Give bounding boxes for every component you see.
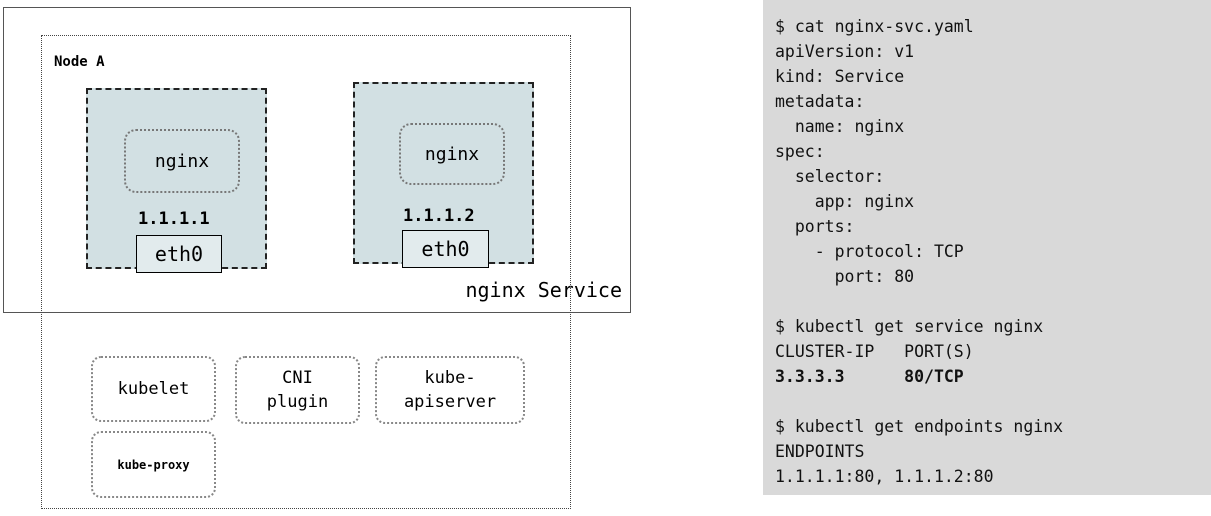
pod-2-container-nginx: nginx bbox=[399, 123, 505, 185]
pod-2: nginx 1.1.1.2 eth0 bbox=[353, 82, 534, 268]
terminal-output-panel: $ cat nginx-svc.yaml apiVersion: v1 kind: … bbox=[763, 0, 1211, 495]
node-a-label: Node A bbox=[54, 54, 105, 70]
component-kubelet: kubelet bbox=[91, 356, 216, 422]
terminal-line: $ kubectl get endpoints nginx bbox=[775, 417, 1064, 436]
pod-1-ip-label: 1.1.1.1 bbox=[138, 209, 210, 229]
terminal-line: metadata: bbox=[775, 92, 865, 111]
pod-1-container-nginx: nginx bbox=[124, 129, 240, 193]
terminal-line: port: 80 bbox=[775, 267, 915, 286]
kubernetes-network-diagram: nginx Service Node A nginx 1.1.1.1 eth0 … bbox=[3, 7, 631, 509]
terminal-line: - protocol: TCP bbox=[775, 242, 964, 261]
terminal-line: selector: bbox=[775, 167, 885, 186]
nginx-service-boundary bbox=[3, 7, 631, 313]
pod-1-eth0-interface: eth0 bbox=[136, 235, 222, 273]
component-kube-apiserver: kube- apiserver bbox=[375, 356, 525, 424]
component-kube-proxy: kube-proxy bbox=[91, 431, 216, 498]
pod-2-eth0-interface: eth0 bbox=[402, 230, 489, 268]
terminal-line: apiVersion: v1 bbox=[775, 42, 915, 61]
node-a-boundary bbox=[41, 35, 571, 509]
terminal-line: name: nginx bbox=[775, 117, 905, 136]
pod-1: nginx 1.1.1.1 eth0 bbox=[86, 88, 267, 273]
terminal-line: spec: bbox=[775, 142, 825, 161]
terminal-line: 1.1.1.1:80, 1.1.1.2:80 bbox=[775, 467, 994, 486]
terminal-line: CLUSTER-IP PORT(S) bbox=[775, 342, 974, 361]
terminal-line: app: nginx bbox=[775, 192, 915, 211]
terminal-line: $ kubectl get service nginx bbox=[775, 317, 1044, 336]
terminal-line: $ cat nginx-svc.yaml bbox=[775, 17, 974, 36]
terminal-line: 3.3.3.3 80/TCP bbox=[775, 367, 964, 386]
component-cni-plugin: CNI plugin bbox=[235, 356, 360, 424]
nginx-service-label: nginx Service bbox=[465, 278, 622, 302]
terminal-blank-line bbox=[775, 289, 1211, 314]
terminal-blank-line bbox=[775, 389, 1211, 414]
pod-2-ip-label: 1.1.1.2 bbox=[403, 206, 475, 226]
terminal-line: ENDPOINTS bbox=[775, 442, 865, 461]
terminal-line: ports: bbox=[775, 217, 855, 236]
terminal-line: kind: Service bbox=[775, 67, 905, 86]
